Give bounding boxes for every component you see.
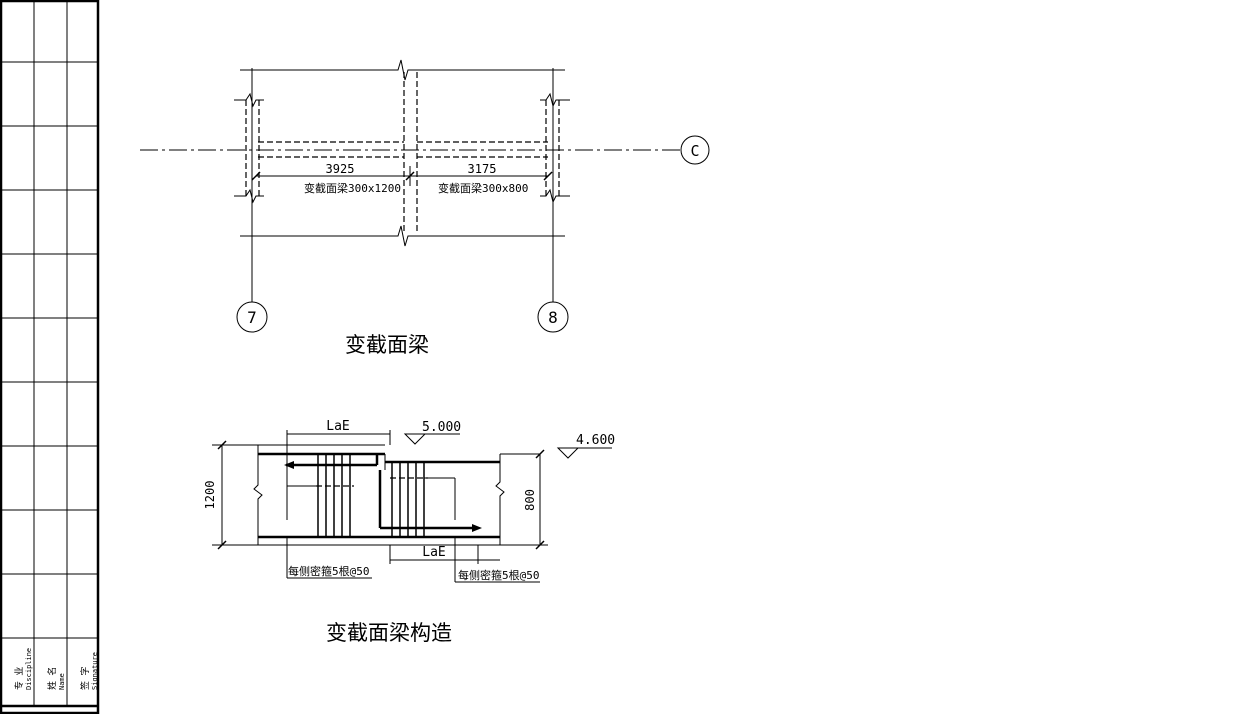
name-cn-label: 姓 名 (46, 667, 58, 690)
grid-label-7: 7 (247, 308, 257, 327)
slab-edge-bottom (240, 225, 565, 247)
name-en-label: Name (58, 673, 66, 690)
height-right-dimension: 800 (523, 489, 537, 511)
plan-title: 变截面梁 (345, 333, 429, 357)
height-left-dimension: 1200 (203, 481, 217, 510)
grid-bubble-8 (537, 301, 569, 333)
beam-left-label: 变截面梁300x1200 (304, 181, 401, 195)
beam-section-view: 1200 800 (203, 419, 615, 645)
lae-bottom-label: LaE (422, 545, 445, 560)
span-right-dimension: 3175 (468, 162, 497, 176)
stirrup-note-left: 每侧密箍5根@50 (288, 564, 370, 578)
grid-label-8: 8 (548, 308, 558, 327)
signature-en-label: Signature (91, 652, 99, 690)
grid-label-c: C (690, 142, 699, 160)
elevation-left-label: 5.000 (422, 420, 461, 435)
beam-right-label: 变截面梁300x800 (438, 181, 528, 195)
section-title: 变截面梁构造 (326, 621, 452, 645)
span-left-dimension: 3925 (326, 162, 355, 176)
grid-bubble-7 (236, 301, 268, 333)
stirrup-note-right: 每侧密箍5根@50 (458, 568, 540, 582)
grid-bubble-c (680, 135, 710, 165)
discipline-cn-label: 专 业 (13, 667, 25, 690)
slab-edge-top (240, 59, 565, 81)
lae-top-label: LaE (326, 419, 349, 434)
discipline-en-label: Discipline (25, 648, 33, 690)
signature-cn-label: 签 字 (79, 667, 91, 690)
beam-plan-view: C 7 8 3925 3175 (140, 59, 710, 357)
title-block: 专 业 Discipline 姓 名 Name 签 字 Signature (0, 0, 100, 714)
elevation-right-label: 4.600 (576, 433, 615, 448)
